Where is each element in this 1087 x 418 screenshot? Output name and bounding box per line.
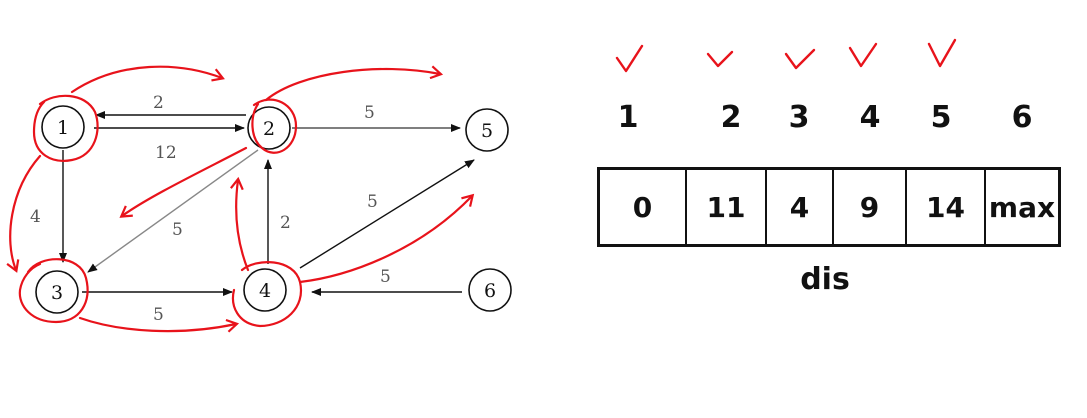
check-mark-5 (927, 38, 957, 68)
index-label-1: 1 (617, 100, 639, 135)
edge-weight-4-5: 5 (367, 192, 378, 212)
edge-4-5 (299, 159, 475, 269)
graph-nodes: 1 2 3 4 5 6 (35, 105, 512, 314)
dis-cell-3: 4 (767, 170, 834, 244)
index-label-4: 4 (859, 100, 881, 135)
edge-weight-2-5: 5 (364, 103, 375, 123)
svg-text:6: 6 (484, 280, 496, 302)
annotation-arrow-1-2 (70, 65, 225, 94)
annotation-arrow-2-3 (119, 146, 248, 218)
annotation-arrow-3-4 (78, 316, 240, 333)
annotation-circle-node-3 (18, 258, 89, 324)
graph-node-3: 3 (35, 270, 79, 314)
annotation-circle-node-2 (251, 98, 298, 154)
dis-cell-6: max (988, 190, 1056, 224)
edge-weight-3-4: 5 (153, 305, 164, 325)
graph-diagram: 2 12 5 4 5 2 5 5 5 1 2 3 (6, 65, 512, 333)
annotation-arrow-1-3 (6, 154, 42, 273)
annotation-circle-node-1 (32, 94, 99, 162)
edge-weight-2-1: 2 (153, 93, 164, 113)
edge-weight-1-3: 4 (30, 207, 41, 227)
check-mark-2 (706, 50, 734, 68)
dis-cell-4: 9 (834, 170, 907, 244)
graph-edges (59, 111, 475, 296)
dis-array-table: 0 11 4 9 14 max (597, 167, 1061, 247)
annotation-arrow-2-5 (264, 65, 444, 102)
edge-weight-4-2: 2 (280, 213, 291, 233)
edge-2-3 (87, 149, 259, 273)
index-label-5: 5 (930, 100, 952, 135)
graph-node-6: 6 (468, 268, 512, 312)
red-annotations (6, 65, 475, 333)
svg-text:5: 5 (481, 120, 493, 142)
svg-text:2: 2 (263, 118, 275, 140)
check-mark-3 (784, 48, 816, 70)
edge-weights: 2 12 5 4 5 2 5 5 5 (30, 93, 391, 325)
graph-node-4: 4 (243, 268, 287, 312)
graph-node-1: 1 (41, 105, 85, 149)
edge-weight-1-2: 12 (155, 143, 177, 163)
graph-node-2: 2 (247, 106, 291, 150)
index-label-3: 3 (788, 100, 810, 135)
svg-text:4: 4 (259, 280, 271, 302)
svg-text:1: 1 (57, 117, 69, 139)
dis-caption: dis (800, 262, 850, 297)
edge-weight-6-4: 5 (380, 267, 391, 287)
index-label-2: 2 (720, 100, 742, 135)
dis-cell-2: 11 (687, 170, 767, 244)
edge-weight-2-3: 5 (172, 220, 183, 240)
svg-text:3: 3 (51, 282, 63, 304)
annotation-arrow-4-5 (298, 193, 475, 284)
index-label-6: 6 (1011, 100, 1033, 135)
graph-node-5: 5 (465, 108, 509, 152)
dis-cell-1: 0 (600, 170, 687, 244)
annotation-arrow-4-2 (230, 176, 250, 272)
check-mark-4 (848, 42, 878, 68)
annotation-circle-node-4 (231, 261, 303, 328)
check-mark-1 (615, 44, 644, 73)
dis-cell-5: 14 (907, 170, 986, 244)
